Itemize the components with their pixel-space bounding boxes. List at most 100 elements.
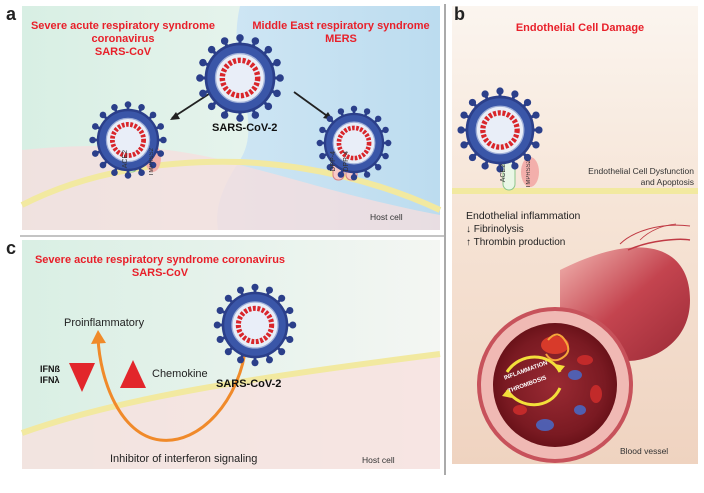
ifn-down-triangle xyxy=(69,363,95,392)
rna-genome xyxy=(219,57,261,99)
spike-head xyxy=(532,111,540,119)
host-cell-label-c: Host cell xyxy=(362,455,395,465)
red-blood-cell xyxy=(590,385,602,403)
spike-head xyxy=(481,90,489,98)
spike-head xyxy=(532,141,540,149)
spike-head xyxy=(273,89,281,98)
virus-panel-c xyxy=(213,283,297,367)
inhibitor-arrowhead xyxy=(91,330,106,344)
spike-head xyxy=(91,150,99,157)
proinflammatory-label: Proinflammatory xyxy=(64,317,145,329)
panel-b-membrane xyxy=(452,188,698,194)
spike-head xyxy=(278,348,286,356)
spike-head xyxy=(363,171,371,178)
spike-head xyxy=(363,108,371,115)
spike-head xyxy=(89,136,96,144)
ace2-label-b: ACE2 xyxy=(500,164,507,183)
spike-head xyxy=(196,74,204,82)
spike-head xyxy=(326,115,333,122)
spike-head xyxy=(91,123,99,130)
spike-head xyxy=(224,348,232,356)
virus-label-c: SARS-CoV-2 xyxy=(216,378,282,390)
spike-head xyxy=(251,37,260,45)
spike-head xyxy=(251,359,259,367)
spike-head xyxy=(199,89,207,98)
inhibitor-label: Inhibitor of interferon signaling xyxy=(110,453,258,465)
rna-genome xyxy=(235,305,275,345)
capillary-2 xyxy=(619,224,691,245)
sars-title-line-1: Severe acute respiratory syndrome xyxy=(30,20,216,32)
spike-head xyxy=(278,294,286,302)
spike-head xyxy=(236,114,244,122)
panel-letter-b: b xyxy=(454,4,465,24)
spike-head xyxy=(265,286,273,294)
dysfunction-line-1: Endothelial Cell Dysfunction xyxy=(588,166,694,176)
leukocyte xyxy=(568,370,582,380)
ifn-labels: IFNß IFNλ xyxy=(40,364,60,386)
spike-head xyxy=(149,111,157,119)
cycle-arrow-bottom xyxy=(505,387,562,407)
chemokine-up-triangle xyxy=(120,360,146,388)
rna-genome xyxy=(110,122,147,159)
spike-head xyxy=(265,356,273,364)
spike-head xyxy=(319,152,326,160)
spike-head xyxy=(382,126,389,134)
spike-head xyxy=(273,58,281,67)
spike-head xyxy=(111,103,118,111)
capillary-3 xyxy=(639,223,677,241)
arrow-to-sars xyxy=(171,91,213,119)
spike-head xyxy=(111,169,118,177)
arrow-up-icon: ↑ xyxy=(466,237,471,248)
red-blood-cell xyxy=(513,405,527,415)
inhibitor-arrow xyxy=(96,337,248,442)
panel-letter-c: c xyxy=(6,238,17,258)
panel-c-cell-pink xyxy=(22,356,440,469)
chemokine-label: Chemokine xyxy=(152,368,208,380)
virus-panel-b xyxy=(457,87,543,173)
spike-head xyxy=(523,153,532,162)
panel-c-title-line-2: SARS-CoV xyxy=(131,267,189,279)
tmprss2-protease-b xyxy=(521,157,539,187)
arrowhead-to-sars xyxy=(170,112,180,120)
red-blood-cell xyxy=(577,355,593,365)
spike-head xyxy=(220,37,229,45)
spike-head xyxy=(276,74,284,82)
panel-a-membrane xyxy=(20,158,442,213)
spike-head xyxy=(199,58,207,67)
mers-title-line-1: Middle East respiratory syndrome xyxy=(252,20,430,32)
rna-genome xyxy=(336,125,372,161)
spike-head xyxy=(220,111,229,119)
spike-head xyxy=(224,294,232,302)
dpp4-label-2: DPP-4 xyxy=(343,151,350,172)
spike-head xyxy=(375,115,382,122)
cycle-arrowhead-bottom xyxy=(502,390,512,398)
blood-vessel-label: Blood vessel xyxy=(620,446,669,456)
spike-head xyxy=(350,105,358,112)
virus-sars-a xyxy=(89,101,167,179)
spike-head xyxy=(535,126,543,134)
spike-head xyxy=(481,162,489,170)
sars-title-line-3: SARS-CoV xyxy=(94,46,152,58)
panel-c-membrane xyxy=(20,351,441,436)
spike-head xyxy=(237,286,245,294)
mers-title: Middle East respiratory syndrome MERS xyxy=(246,20,436,46)
spike-head xyxy=(496,87,504,95)
red-blood-cell xyxy=(541,336,569,354)
rna-genome xyxy=(480,110,520,150)
spike-head xyxy=(251,283,259,291)
fibrinolysis-row: ↓ Fibrinolysis xyxy=(466,224,524,235)
spike-head xyxy=(468,153,477,162)
tmprss2-label-b: TMPRSS2 xyxy=(526,160,532,189)
cycle-arrow-top xyxy=(505,355,562,373)
tmprss2-label-a: TMPRSS2 xyxy=(149,148,155,177)
spike-head xyxy=(213,321,221,329)
virus-sars-cov-2-a xyxy=(196,34,284,122)
spike-head xyxy=(523,98,532,107)
fibrin-mesh xyxy=(545,333,570,362)
spike-head xyxy=(149,161,157,169)
spike-head xyxy=(350,174,358,181)
vessel-lumen xyxy=(493,323,617,447)
spike-head xyxy=(496,165,504,173)
spike-head xyxy=(251,111,260,119)
